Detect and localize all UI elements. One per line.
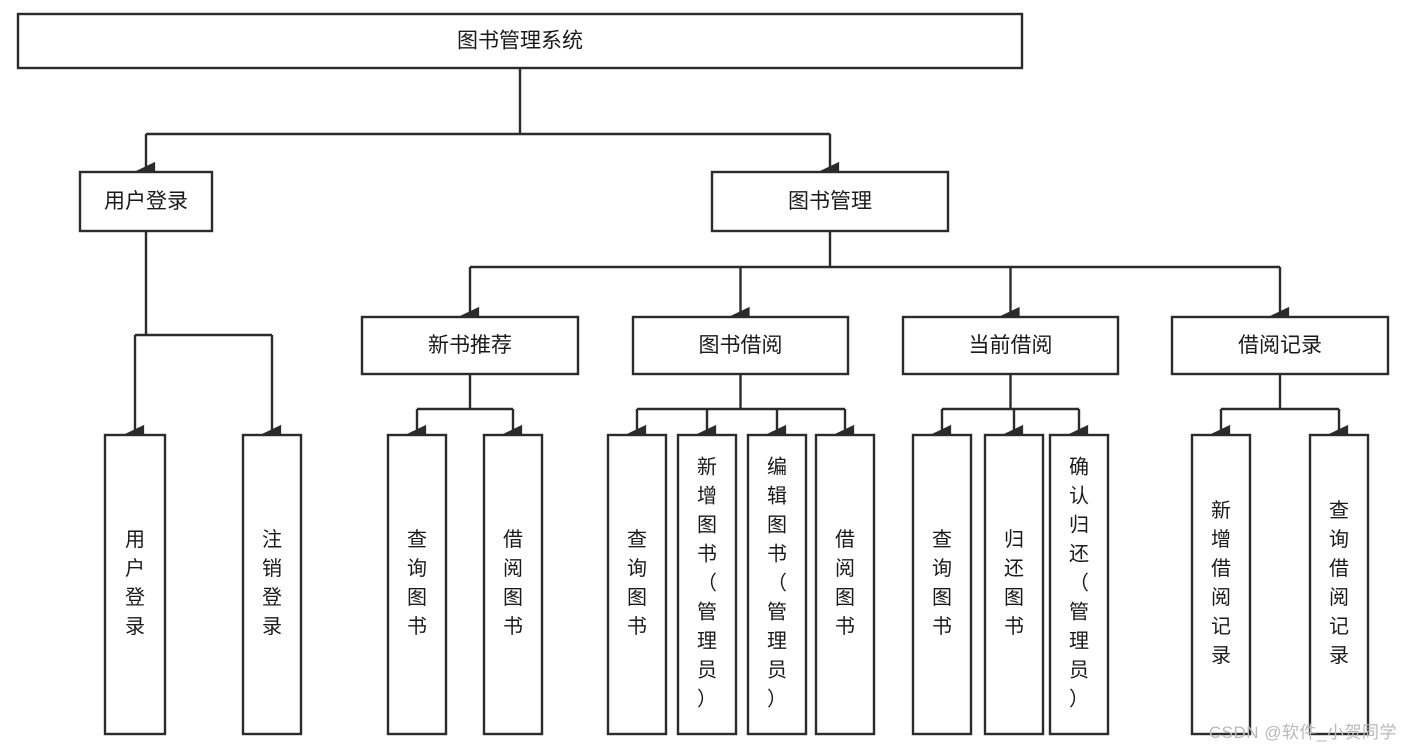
node-box-leaf-borrow-book-1 [482, 433, 544, 736]
nodes-layer: 图书管理系统用户登录图书管理新书推荐图书借阅当前借阅借阅记录用户登录注销登录查询… [16, 12, 1390, 736]
node-leaf-logout[interactable]: 注销登录 [241, 433, 303, 736]
node-box-leaf-edit-book [746, 433, 808, 736]
node-root[interactable]: 图书管理系统 [16, 12, 1024, 70]
node-label-book-borrow: 图书借阅 [699, 334, 783, 357]
node-box-user-login [78, 170, 214, 233]
node-box-leaf-query-book-2 [606, 433, 668, 736]
node-box-leaf-query-book-1 [386, 433, 448, 736]
node-label-new-book-rec: 新书推荐 [428, 334, 512, 357]
node-leaf-query-book-1[interactable]: 查询图书 [386, 433, 448, 736]
node-leaf-query-record[interactable]: 查询借阅记录 [1308, 433, 1370, 736]
node-label-leaf-return-book: 归还图书 [1004, 528, 1024, 638]
node-label-leaf-query-book-1: 查询图书 [407, 528, 427, 638]
node-box-new-book-rec [360, 315, 580, 376]
node-box-book-borrow [631, 315, 850, 376]
node-label-leaf-borrow-book-2: 借阅图书 [835, 528, 855, 638]
connectors-layer [124, 68, 1349, 444]
node-label-leaf-query-book-2: 查询图书 [627, 528, 647, 638]
node-label-leaf-add-record: 新增借阅记录 [1211, 499, 1231, 667]
node-label-book-manage: 图书管理 [788, 190, 872, 213]
node-label-leaf-borrow-book-1: 借阅图书 [503, 528, 523, 638]
node-box-leaf-query-book-3 [911, 433, 973, 736]
node-label-leaf-logout: 注销登录 [262, 528, 282, 638]
node-leaf-return-book[interactable]: 归还图书 [983, 433, 1045, 736]
node-leaf-borrow-book-2[interactable]: 借阅图书 [814, 433, 876, 736]
node-box-leaf-return-book [983, 433, 1045, 736]
node-box-book-manage [710, 170, 950, 233]
node-borrow-record[interactable]: 借阅记录 [1170, 315, 1390, 376]
node-label-leaf-add-book: 新增图书（管理员） [697, 456, 717, 711]
node-box-leaf-add-book [676, 433, 738, 736]
node-box-leaf-logout [241, 433, 303, 736]
node-leaf-borrow-book-1[interactable]: 借阅图书 [482, 433, 544, 736]
node-label-leaf-query-record: 查询借阅记录 [1329, 499, 1349, 667]
node-label-root: 图书管理系统 [457, 30, 583, 53]
node-box-leaf-query-record [1308, 433, 1370, 736]
node-label-leaf-confirm-return: 确认归还（管理员） [1069, 456, 1089, 711]
node-label-leaf-user-login: 用户登录 [125, 529, 145, 638]
node-label-leaf-edit-book: 编辑图书（管理员） [767, 456, 787, 711]
node-book-borrow[interactable]: 图书借阅 [631, 315, 850, 376]
node-leaf-query-book-2[interactable]: 查询图书 [606, 433, 668, 736]
node-box-leaf-borrow-book-2 [814, 433, 876, 736]
node-leaf-user-login[interactable]: 用户登录 [103, 433, 167, 736]
node-box-leaf-user-login [103, 433, 167, 736]
node-box-borrow-record [1170, 315, 1390, 376]
node-leaf-edit-book[interactable]: 编辑图书（管理员） [746, 433, 808, 736]
node-user-login[interactable]: 用户登录 [78, 170, 214, 233]
node-box-current-borrow [901, 315, 1120, 376]
node-label-leaf-query-book-3: 查询图书 [932, 528, 952, 638]
node-box-leaf-add-record [1190, 433, 1252, 736]
node-leaf-add-record[interactable]: 新增借阅记录 [1190, 433, 1252, 736]
node-label-current-borrow: 当前借阅 [969, 334, 1053, 357]
node-label-borrow-record: 借阅记录 [1238, 334, 1322, 357]
node-label-user-login: 用户登录 [104, 190, 188, 213]
node-leaf-add-book[interactable]: 新增图书（管理员） [676, 433, 738, 736]
node-box-leaf-confirm-return [1048, 433, 1110, 736]
node-new-book-rec[interactable]: 新书推荐 [360, 315, 580, 376]
node-current-borrow[interactable]: 当前借阅 [901, 315, 1120, 376]
node-book-manage[interactable]: 图书管理 [710, 170, 950, 233]
node-box-root [16, 12, 1024, 70]
node-leaf-query-book-3[interactable]: 查询图书 [911, 433, 973, 736]
node-leaf-confirm-return[interactable]: 确认归还（管理员） [1048, 433, 1110, 736]
